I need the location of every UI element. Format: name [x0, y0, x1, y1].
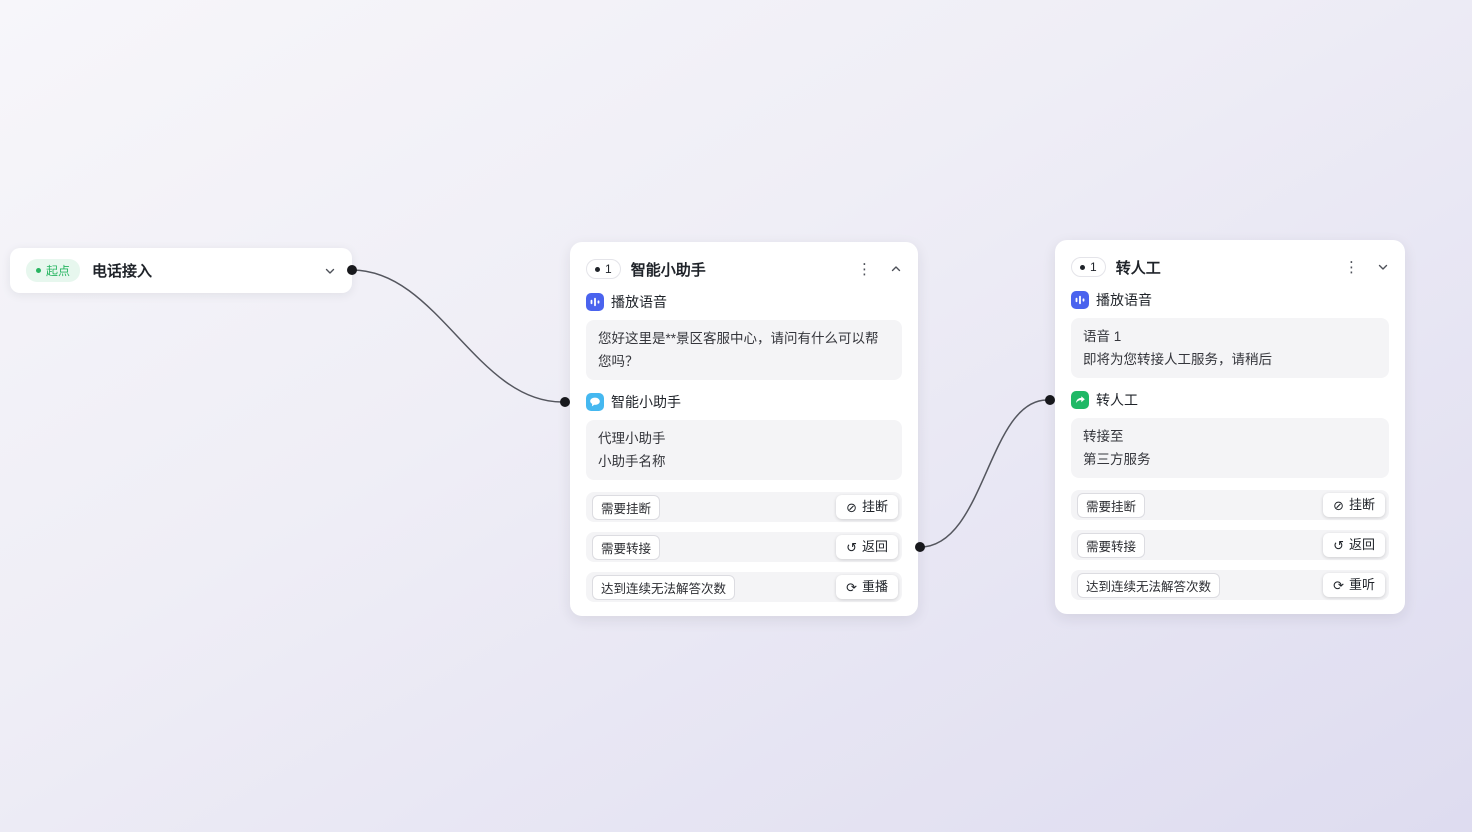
connection-port-start-out[interactable] [347, 265, 357, 275]
branch-row-transfer: 需要转接 ↺ 返回 [586, 532, 902, 562]
hangup-icon: ⊘ [846, 499, 857, 515]
voice-text: 即将为您转接人工服务，请稍后 [1083, 352, 1272, 367]
return-action-label: 返回 [1348, 537, 1375, 552]
branch-row-hangup: 需要挂断 ⊘ 挂断 [1071, 490, 1389, 520]
branch-condition-tag: 达到连续无法解答次数 [1077, 572, 1221, 598]
node-title: 智能小助手 [630, 261, 706, 279]
hangup-action-label: 挂断 [861, 499, 888, 514]
replay-action-button[interactable]: ⟳ 重听 [1323, 573, 1385, 597]
return-icon: ↺ [1333, 537, 1344, 553]
node-index-badge: 1 [586, 259, 621, 279]
branch-condition-tag: 需要挂断 [1077, 492, 1146, 518]
hangup-icon: ⊘ [1333, 497, 1344, 513]
connection-port-transfer-in[interactable] [1045, 395, 1055, 405]
start-badge: 起点 [26, 259, 81, 282]
transfer-section: 转人工 [1071, 390, 1389, 410]
branch-row-unanswered: 达到连续无法解答次数 ⟳ 重听 [1071, 570, 1389, 600]
more-menu-icon[interactable]: ⋮ [857, 260, 872, 278]
transfer-config-box: 转接至 第三方服务 [1071, 418, 1389, 478]
play-voice-section: 播放语音 [586, 292, 902, 312]
node-header: 1 转人工 ⋮ [1071, 254, 1389, 280]
node-index-badge: 1 [1071, 257, 1106, 277]
replay-action-label: 重播 [861, 579, 888, 594]
start-node-title: 电话接入 [92, 263, 153, 280]
voice-greeting-text: 您好这里是**景区客服中心，请问有什么可以帮您吗？ [598, 331, 879, 369]
replay-action-label: 重听 [1348, 577, 1375, 592]
voice-name: 语音 1 [1083, 329, 1122, 344]
node-title: 转人工 [1115, 259, 1161, 277]
branch-condition-tag: 需要转接 [1077, 532, 1146, 558]
branch-row-hangup: 需要挂断 ⊘ 挂断 [586, 492, 902, 522]
transfer-config-value: 第三方服务 [1083, 452, 1151, 467]
voice-content-box: 语音 1 即将为您转接人工服务，请稍后 [1071, 318, 1389, 378]
node-header: 1 智能小助手 ⋮ [586, 256, 902, 282]
play-voice-section: 播放语音 [1071, 290, 1389, 310]
hangup-action-label: 挂断 [1348, 497, 1375, 512]
assistant-config-value: 小助手名称 [598, 454, 666, 469]
play-voice-label: 播放语音 [611, 294, 667, 310]
return-action-button[interactable]: ↺ 返回 [1323, 533, 1385, 557]
branch-condition-tag: 需要挂断 [592, 494, 661, 520]
transfer-arrow-icon [1071, 391, 1089, 409]
assistant-section: 智能小助手 [586, 392, 902, 412]
play-voice-icon [1071, 291, 1089, 309]
hangup-action-button[interactable]: ⊘ 挂断 [836, 495, 898, 519]
replay-icon: ⟳ [1333, 577, 1344, 593]
connection-port-assistant-out[interactable] [915, 542, 925, 552]
node-index-dot [595, 266, 600, 272]
assistant-section-label: 智能小助手 [611, 394, 681, 410]
chevron-down-icon[interactable] [324, 265, 336, 277]
more-menu-icon[interactable]: ⋮ [1344, 258, 1359, 276]
play-voice-label: 播放语音 [1096, 292, 1152, 308]
expand-icon[interactable] [1377, 261, 1389, 273]
edge-start-to-assistant [351, 269, 563, 403]
branch-row-transfer: 需要转接 ↺ 返回 [1071, 530, 1389, 560]
node-index-dot [1080, 264, 1085, 270]
play-voice-icon [586, 293, 604, 311]
node-transfer[interactable]: 1 转人工 ⋮ 播放语音 语音 1 即将为您转接人工服务，请稍后 转人工 [1055, 240, 1405, 614]
branch-condition-tag: 需要转接 [592, 534, 661, 560]
return-action-button[interactable]: ↺ 返回 [836, 535, 898, 559]
collapse-icon[interactable] [890, 263, 902, 275]
start-badge-dot [36, 268, 41, 273]
node-assistant[interactable]: 1 智能小助手 ⋮ 播放语音 您好这里是**景区客服中心，请问有什么可以帮您吗？… [570, 242, 918, 616]
return-icon: ↺ [846, 539, 857, 555]
node-index-value: 1 [605, 262, 612, 276]
return-action-label: 返回 [861, 539, 888, 554]
branch-condition-tag: 达到连续无法解答次数 [592, 574, 736, 600]
transfer-config-field: 转接至 [1083, 429, 1124, 444]
assistant-icon [586, 393, 604, 411]
hangup-action-button[interactable]: ⊘ 挂断 [1323, 493, 1385, 517]
assistant-config-field: 代理小助手 [598, 431, 666, 446]
start-badge-label: 起点 [46, 264, 71, 278]
node-start[interactable]: 起点 电话接入 [10, 248, 352, 293]
node-index-value: 1 [1090, 260, 1097, 274]
assistant-config-box: 代理小助手 小助手名称 [586, 420, 902, 480]
connection-port-assistant-in[interactable] [560, 397, 570, 407]
replay-action-button[interactable]: ⟳ 重播 [836, 575, 898, 599]
voice-content-box: 您好这里是**景区客服中心，请问有什么可以帮您吗？ [586, 320, 902, 380]
replay-icon: ⟳ [846, 579, 857, 595]
edge-assistant-to-transfer [919, 399, 1048, 548]
transfer-section-label: 转人工 [1096, 392, 1138, 408]
branch-row-unanswered: 达到连续无法解答次数 ⟳ 重播 [586, 572, 902, 602]
